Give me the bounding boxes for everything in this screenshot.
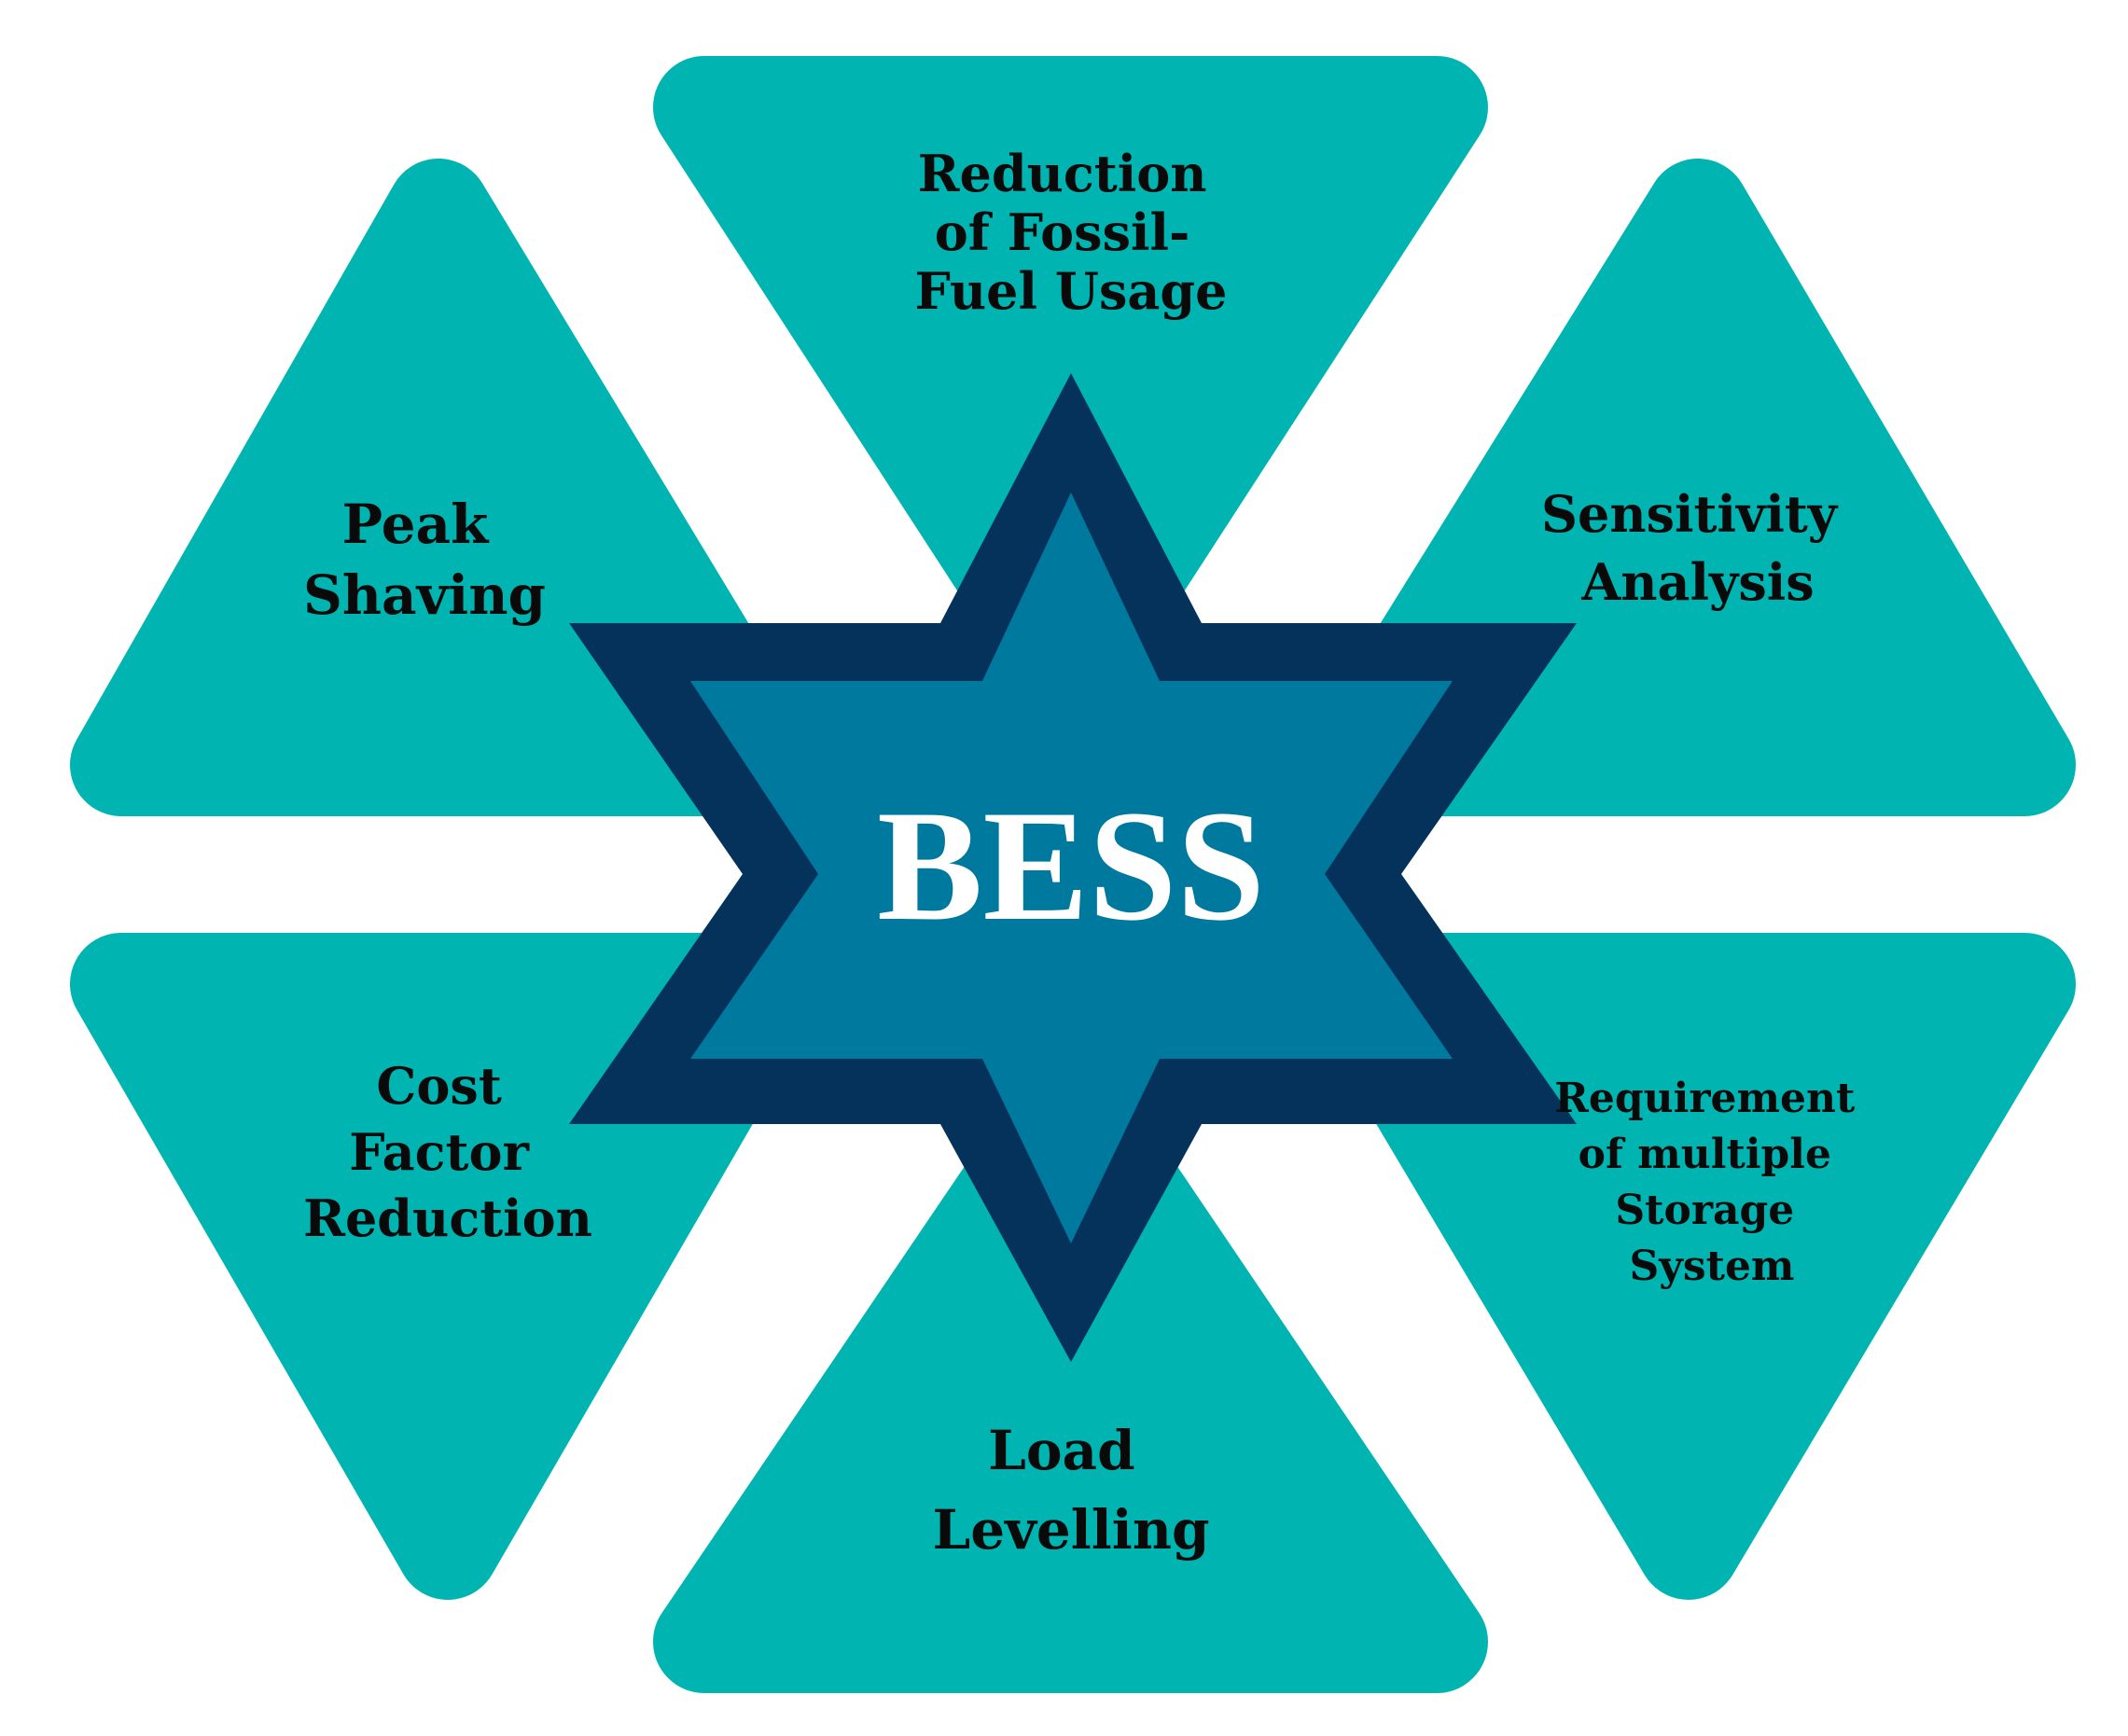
petal-lower-right-line-4: System xyxy=(1630,1243,1795,1290)
petal-upper-left-line-2: Shaving xyxy=(303,563,546,627)
star-inner-shape xyxy=(690,493,1453,1243)
petal-upper-right-label: Sensitivity Analysis xyxy=(1541,484,1855,612)
center-title: BESS xyxy=(877,778,1265,953)
petal-upper-right-line-2: Analysis xyxy=(1580,552,1814,612)
petal-lower-left-label: Cost Factor Reduction xyxy=(303,1056,592,1248)
petal-lower-right-shape xyxy=(1301,933,2076,1600)
petal-upper-right-line-1: Sensitivity xyxy=(1541,484,1839,544)
petal-lower-left-line-3: Reduction xyxy=(303,1188,592,1248)
petal-lower-left-shape xyxy=(70,933,826,1600)
petal-top-line-2: of Fossil- xyxy=(935,202,1190,262)
petal-top-label: Reduction of Fossil- Fuel Usage xyxy=(915,144,1228,321)
petal-lower-right-line-1: Requirement xyxy=(1554,1075,1856,1122)
petal-bottom-label: Load Levelling xyxy=(932,1419,1209,1562)
petal-lower-right-label: Requirement of multiple Storage System xyxy=(1554,1075,1869,1290)
petal-bottom-shape xyxy=(653,1049,1488,1693)
petal-upper-left-label: Peak Shaving xyxy=(303,493,546,627)
petal-bottom-line-2: Levelling xyxy=(932,1498,1209,1562)
petal-lower-left-line-1: Cost xyxy=(376,1056,501,1116)
petal-lower-right-line-2: of multiple xyxy=(1579,1131,1831,1178)
petal-top-line-1: Reduction xyxy=(918,144,1207,203)
petal-upper-left-line-1: Peak xyxy=(342,493,491,556)
petal-lower-right-line-3: Storage xyxy=(1615,1187,1794,1234)
petal-bottom-line-1: Load xyxy=(988,1419,1135,1482)
petal-top-line-3: Fuel Usage xyxy=(915,261,1228,321)
petal-labels: Reduction of Fossil- Fuel Usage Peak Sha… xyxy=(303,144,1869,1562)
petal-lower-left-line-2: Factor xyxy=(349,1122,529,1182)
center-star: BESS xyxy=(569,373,1577,1362)
